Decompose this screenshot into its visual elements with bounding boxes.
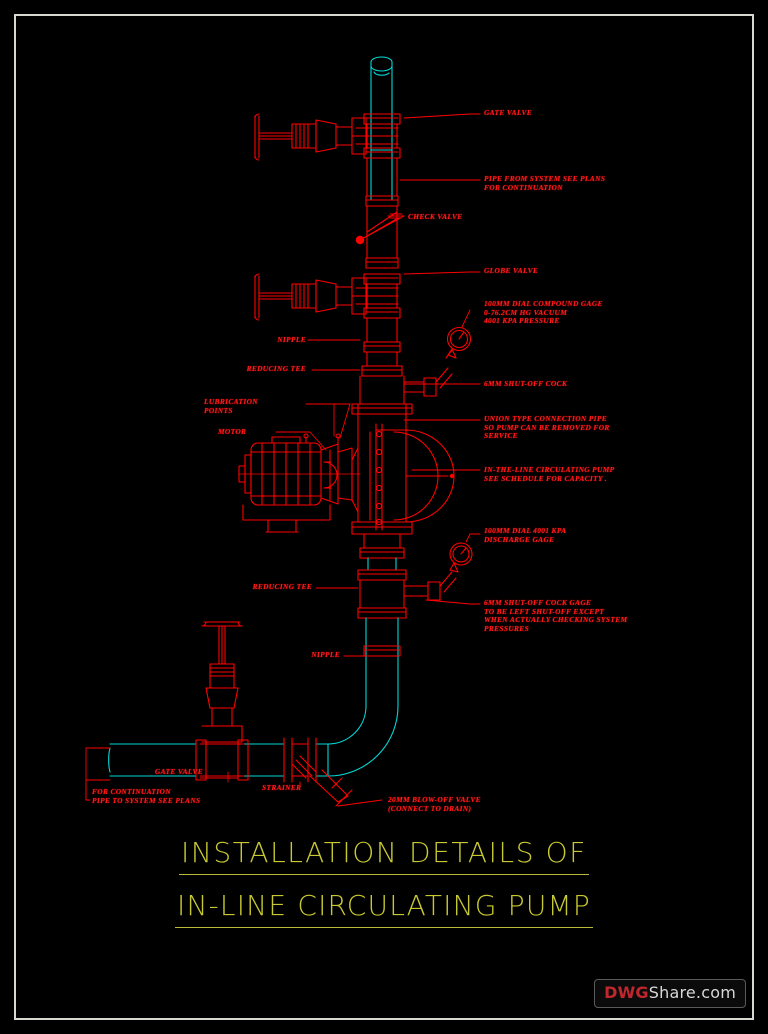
label-union-connection: UNION TYPE CONNECTION PIPE SO PUMP CAN B… [484, 414, 610, 441]
label-reducing-tee-upper: REDUCING TEE [246, 364, 306, 373]
label-motor: MOTOR [218, 427, 247, 436]
label-gate-valve-top: GATE VALVE [484, 108, 533, 117]
lubrication-points [303, 433, 341, 445]
leader-lines [85, 113, 471, 807]
pump-bolt-flange [375, 423, 383, 531]
label-gate-valve-bottom: GATE VALVE [155, 767, 204, 776]
watermark-badge: DWGShare.com [594, 979, 746, 1008]
label-shutoff-cock: 6MM SHUT-OFF COCK [484, 379, 568, 388]
label-nipple-upper: NIPPLE [277, 335, 306, 344]
globe-valve-symbol [254, 273, 401, 321]
label-nipple-lower: NIPPLE [311, 650, 340, 659]
label-discharge-gage: 100MM DIAL 4001 KPA DISCHARGE GAGE [484, 526, 567, 544]
label-check-valve: CHECK VALVE [408, 212, 463, 221]
compound-gage-dial [445, 326, 472, 359]
label-for-continuation: FOR CONTINUATION PIPE TO SYSTEM SEE PLAN… [92, 787, 201, 805]
label-compound-gage: 100MM DIAL COMPOUND GAGE 0-76.2CM HG VAC… [484, 299, 603, 326]
title-line-1: INSTALLATION DETAILS OF [179, 836, 589, 875]
nipple-upper [363, 317, 401, 367]
strainer-symbol [283, 737, 353, 807]
title-block: INSTALLATION DETAILS OF IN-LINE CIRCULAT… [0, 836, 768, 942]
watermark-suffix: Share.com [648, 983, 736, 1002]
title-line-2: IN-LINE CIRCULATING PUMP [175, 889, 593, 928]
riser-pipe-lower [327, 617, 399, 777]
riser-flange-upper [363, 113, 401, 159]
watermark-brand: DWG [604, 983, 649, 1002]
label-pipe-from-system: PIPE FROM SYSTEM SEE PLANS FOR CONTINUAT… [484, 174, 606, 192]
reducing-tee-upper [359, 365, 453, 405]
label-lubrication-points: LUBRICATION POINTS [204, 397, 258, 415]
label-inline-pump: IN-THE-LINE CIRCULATING PUMP SEE SCHEDUL… [484, 465, 615, 483]
label-strainer: STRAINER [262, 783, 302, 792]
label-blowoff-valve: 20MM BLOW-OFF VALVE (CONNECT TO DRAIN) [388, 795, 481, 813]
horizontal-pipe-bottom [108, 743, 329, 777]
gate-valve-bottom-symbol [195, 621, 249, 781]
label-reducing-tee-lower: REDUCING TEE [252, 582, 312, 591]
discharge-gage-dial [449, 542, 473, 573]
label-globe-valve: GLOBE VALVE [484, 266, 539, 275]
pump-body [351, 403, 455, 535]
union-lower [359, 533, 405, 559]
gate-valve-top-symbol [254, 113, 399, 161]
reducing-tee-lower [357, 569, 457, 609]
sheet-border-frame [14, 14, 754, 1020]
motor-assembly [238, 436, 361, 533]
label-shutoff-cock-gage: 6MM SHUT-OFF COCK GAGE TO BE LEFT SHUT-O… [484, 598, 628, 633]
